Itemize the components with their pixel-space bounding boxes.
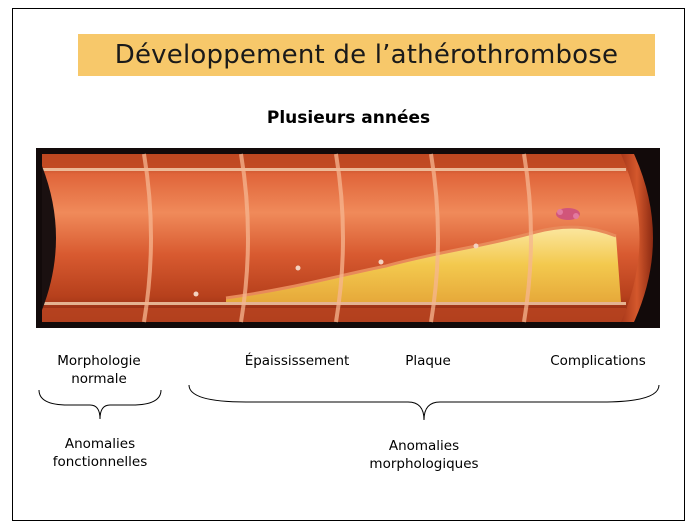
group-label-morphological: Anomalies morphologiques bbox=[354, 437, 494, 473]
brace-functional bbox=[36, 387, 164, 423]
stage-label-normal-line2: normale bbox=[44, 370, 154, 388]
stage-label-thickening-line1: Épaississement bbox=[232, 352, 362, 370]
stage-label-plaque: Plaque bbox=[393, 352, 463, 370]
slide-subtitle: Plusieurs années bbox=[0, 108, 697, 128]
group-label-functional: Anomalies fonctionnelles bbox=[40, 435, 160, 471]
outer-wall-bottom bbox=[42, 308, 626, 322]
stage-label-normal-line1: Morphologie bbox=[44, 352, 154, 370]
intima-line-top bbox=[42, 168, 626, 171]
stage-label-normal: Morphologie normale bbox=[44, 352, 154, 388]
outer-wall-top bbox=[42, 154, 626, 168]
stage-label-thickening: Épaississement bbox=[232, 352, 362, 370]
group-label-functional-line2: fonctionnelles bbox=[40, 453, 160, 471]
stage-label-complications: Complications bbox=[538, 352, 658, 370]
brace-morphological bbox=[186, 382, 662, 424]
group-label-functional-line1: Anomalies bbox=[40, 435, 160, 453]
stage-label-complications-line1: Complications bbox=[538, 352, 658, 370]
group-label-morphological-line1: Anomalies bbox=[354, 437, 494, 455]
intima-line-bottom bbox=[42, 302, 626, 305]
slide-title: Développement de l’athérothrombose bbox=[115, 40, 618, 70]
group-label-morphological-line2: morphologiques bbox=[354, 455, 494, 473]
stage-label-plaque-line1: Plaque bbox=[393, 352, 463, 370]
title-banner: Développement de l’athérothrombose bbox=[78, 34, 655, 76]
artery-illustration bbox=[36, 148, 660, 328]
